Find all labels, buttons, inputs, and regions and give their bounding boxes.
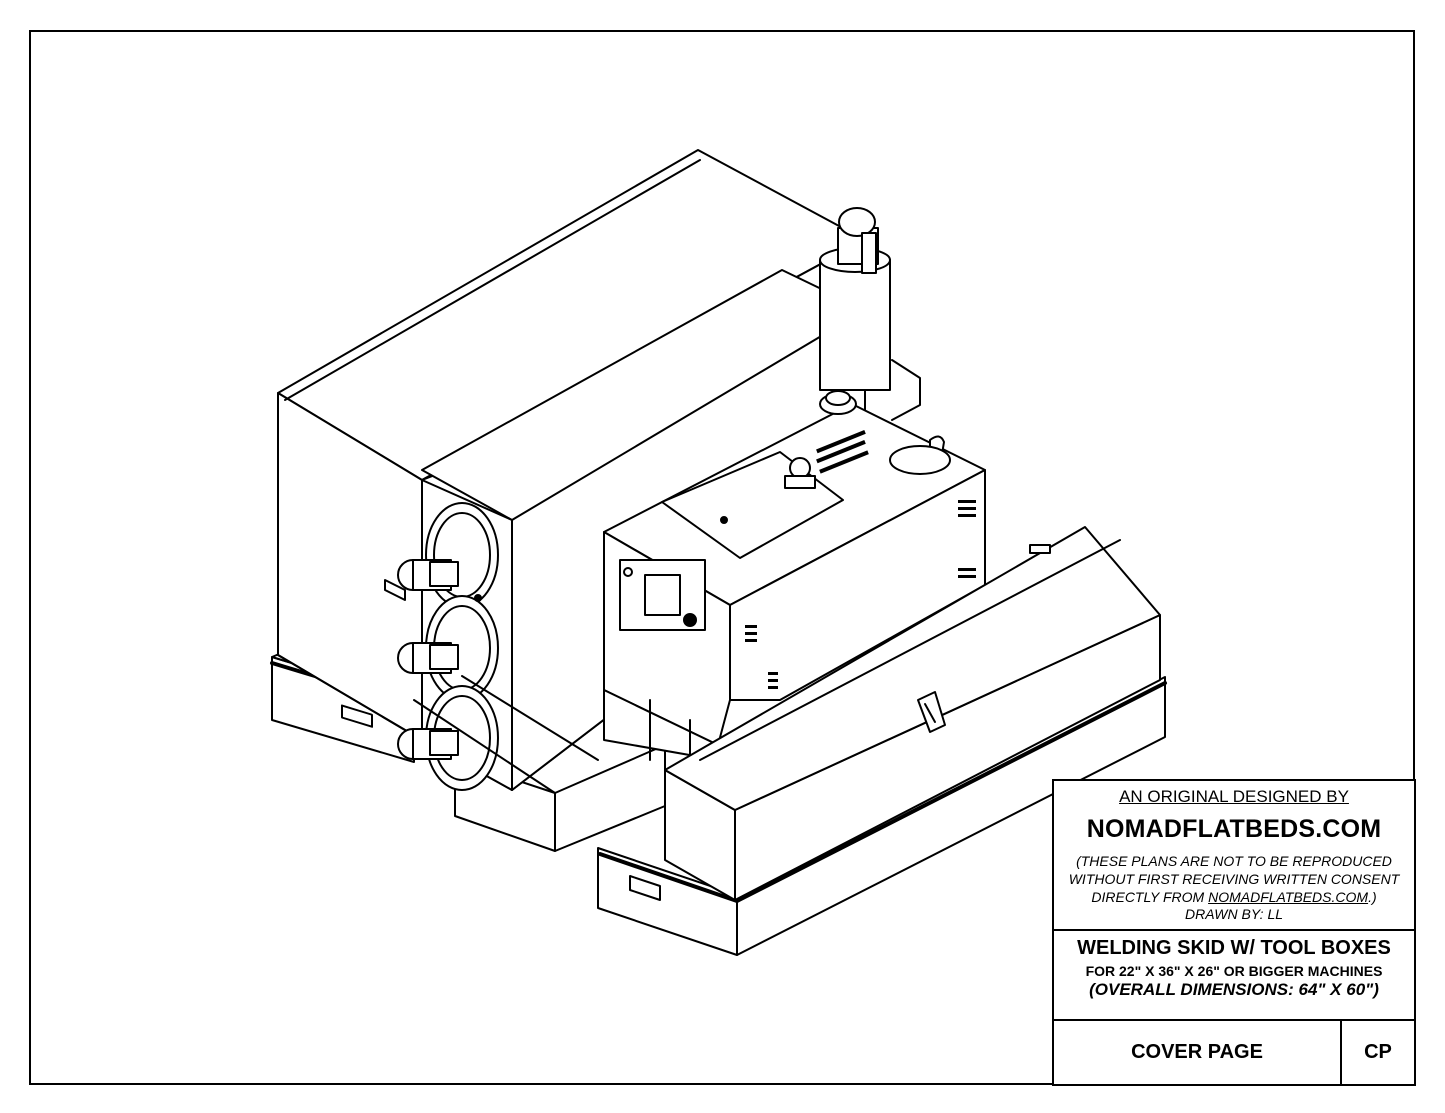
title-block: AN ORIGINAL DESIGNED BY NOMADFLATBEDS.CO… (1052, 779, 1416, 1086)
drawing-title: WELDING SKID W/ TOOL BOXES (1077, 937, 1391, 959)
overall-dimensions: (OVERALL DIMENSIONS: 64" X 60") (1089, 980, 1379, 999)
welder-generator (603, 390, 986, 771)
page-name: COVER PAGE (1054, 1021, 1342, 1084)
drawing-sheet-border (29, 30, 1415, 1085)
notice-line-2: WITHOUT FIRST RECEIVING WRITTEN CONSENT (1068, 871, 1400, 887)
latch-icon (384, 579, 406, 601)
top-vents (816, 430, 869, 474)
origin-line: AN ORIGINAL DESIGNED BY (1119, 787, 1349, 806)
notice-line-3-prefix: DIRECTLY FROM (1091, 889, 1209, 905)
reel-hub-bottom (397, 728, 459, 760)
notice-line-3-suffix: .) (1368, 889, 1377, 905)
reel-hub-middle (397, 642, 459, 674)
title-block-page: COVER PAGE CP (1054, 1021, 1414, 1084)
side-vents (745, 500, 976, 689)
page-code: CP (1364, 1041, 1392, 1063)
drawing-subtitle: FOR 22" X 36" X 26" OR BIGGER MACHINES (1085, 963, 1383, 979)
reproduction-notice: (THESE PLANS ARE NOT TO BE REPRODUCED WI… (1054, 852, 1414, 906)
gas-cylinder (819, 207, 921, 421)
notice-link: NOMADFLATBEDS.COM (1208, 889, 1369, 905)
drawn-by: DRAWN BY: LL (1184, 906, 1284, 922)
skid-deck-rails (413, 675, 599, 794)
front-skid-base (597, 676, 1167, 956)
title-block-credits: AN ORIGINAL DESIGNED BY NOMADFLATBEDS.CO… (1054, 781, 1414, 931)
cable-reel-panel (384, 479, 513, 791)
notice-line-3: DIRECTLY FROM NOMADFLATBEDS.COM.) (1058, 888, 1410, 906)
right-toolbox (664, 526, 1161, 901)
brand-name: NOMADFLATBEDS.COM (1086, 815, 1382, 843)
title-block-description: WELDING SKID W/ TOOL BOXES FOR 22" X 36"… (1054, 931, 1414, 1021)
reel-hub-top (397, 559, 459, 591)
notice-line-1: (THESE PLANS ARE NOT TO BE REPRODUCED (1076, 853, 1392, 869)
